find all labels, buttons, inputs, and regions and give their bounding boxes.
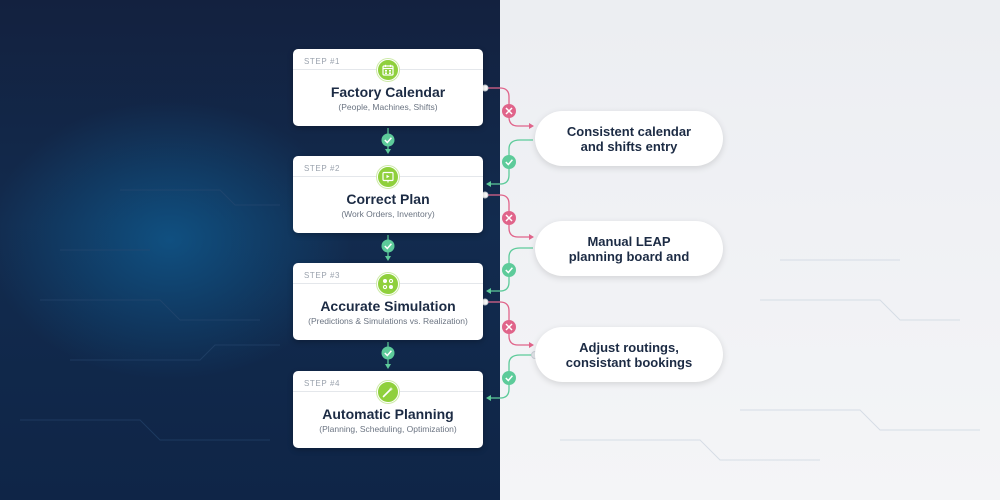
check-badge-vertical-1	[381, 133, 395, 147]
step-label: STEP #3	[304, 271, 341, 280]
step-label: STEP #1	[304, 57, 341, 66]
step-subtitle: (Predictions & Simulations vs. Realizati…	[308, 316, 468, 326]
step-label: STEP #2	[304, 164, 341, 173]
callout-pill-1: Consistent calendar and shifts entry	[535, 111, 723, 166]
reject-x-badge-1	[502, 104, 516, 118]
callout-pill-2: Manual LEAP planning board and	[535, 221, 723, 276]
check-badge-vertical-3	[381, 346, 395, 360]
step-subtitle: (People, Machines, Shifts)	[338, 102, 438, 112]
step-title: Automatic Planning	[322, 406, 454, 422]
step-subtitle: (Planning, Scheduling, Optimization)	[319, 424, 457, 434]
callout-text: Consistent calendar and shifts entry	[566, 123, 692, 154]
step-title: Factory Calendar	[330, 84, 446, 100]
step-card-3: STEP #3 Accurate Simulation (Predictions…	[293, 263, 483, 340]
step-card-2: STEP #2 Correct Plan (Work Orders, Inven…	[293, 156, 483, 233]
reject-arrowhead-1	[529, 123, 534, 129]
approve-check-badge-3	[502, 371, 516, 385]
step-subtitle: (Work Orders, Inventory)	[341, 209, 435, 219]
presentation-board-icon	[377, 166, 399, 188]
step-label: STEP #4	[304, 379, 341, 388]
approve-arrowhead-3	[486, 395, 491, 401]
step-card-4: STEP #4 Automatic Planning (Planning, Sc…	[293, 371, 483, 448]
simulation-nodes-icon	[377, 273, 399, 295]
approve-arrowhead-1	[486, 181, 491, 187]
callout-text: Adjust routings, consistant bookings	[565, 339, 693, 370]
circuit-traces-right	[560, 259, 980, 461]
step-card-1: STEP #1 Factory Calendar (People, Machin…	[293, 49, 483, 126]
callout-pill-3: Adjust routings, consistant bookings	[535, 327, 723, 382]
reject-arrowhead-2	[529, 234, 534, 240]
approve-check-badge-1	[502, 155, 516, 169]
reject-x-badge-3	[502, 320, 516, 334]
calendar-icon	[377, 59, 399, 81]
callout-text: Manual LEAP planning board and	[568, 233, 690, 264]
check-badge-vertical-2	[381, 239, 395, 253]
magic-wand-icon	[377, 381, 399, 403]
step-title: Accurate Simulation	[320, 298, 456, 314]
reject-arrowhead-3	[529, 342, 534, 348]
approve-arrowhead-2	[486, 288, 491, 294]
approve-check-badge-2	[502, 263, 516, 277]
step-title: Correct Plan	[346, 191, 430, 207]
reject-x-badge-2	[502, 211, 516, 225]
circuit-traces-left	[20, 189, 280, 441]
